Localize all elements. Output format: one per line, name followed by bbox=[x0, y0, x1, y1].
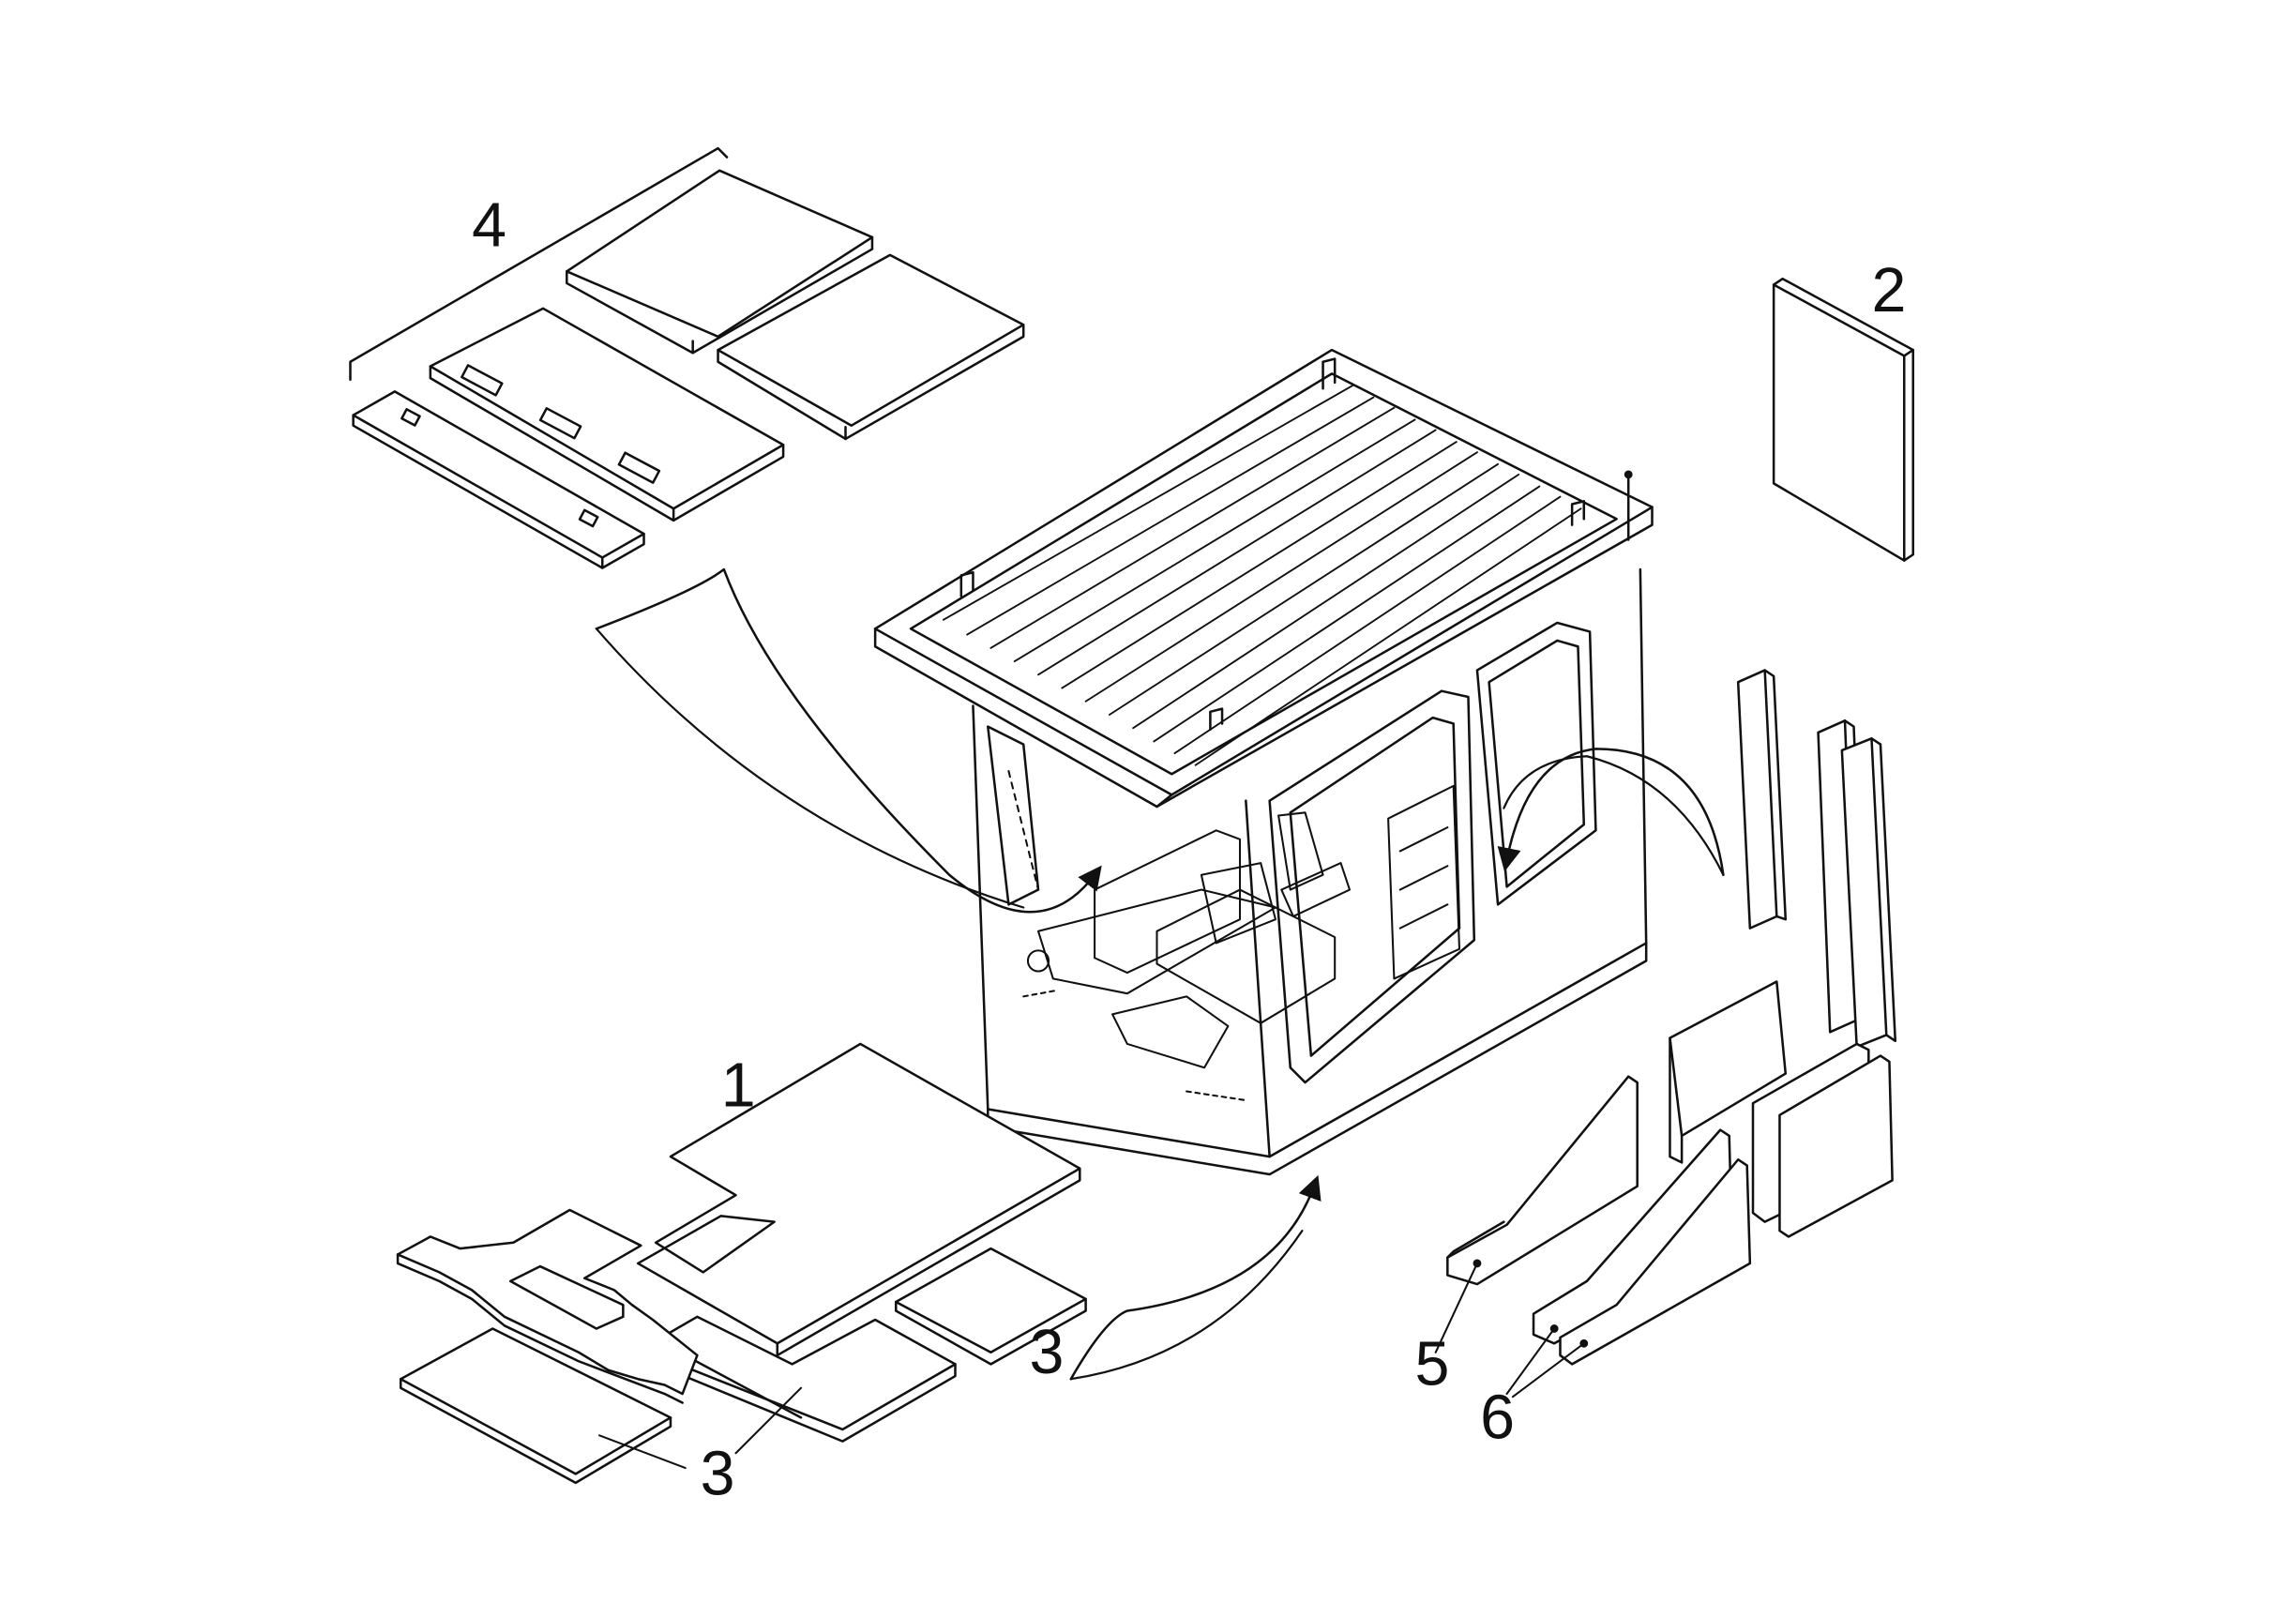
roof-panels-group bbox=[349, 146, 1025, 569]
roof-panel-d bbox=[352, 390, 645, 569]
cab-interior bbox=[1007, 770, 1461, 1102]
callout-4: 4 bbox=[472, 190, 506, 260]
leader-lines bbox=[598, 1262, 1585, 1470]
arrow-floor-to-cab bbox=[1069, 1174, 1322, 1381]
callout-6: 6 bbox=[1480, 1383, 1515, 1452]
roof-panel-a bbox=[566, 169, 874, 355]
callout-3-right: 3 bbox=[1030, 1318, 1065, 1387]
pillar-1 bbox=[1736, 669, 1778, 930]
gusset-5 bbox=[1446, 1075, 1639, 1286]
gusset-6b bbox=[1559, 1157, 1752, 1366]
callout-1: 1 bbox=[721, 1051, 756, 1120]
roof-panel-b bbox=[717, 253, 1025, 441]
lower-right-panels bbox=[1669, 980, 1894, 1238]
floor-plate-1 bbox=[636, 1042, 1081, 1357]
callout-labels: 1 2 3 3 4 5 6 bbox=[472, 190, 1906, 1508]
callout-5: 5 bbox=[1415, 1330, 1450, 1399]
side-panel-2 bbox=[1772, 277, 1914, 562]
pillar-panels bbox=[1736, 669, 1897, 1049]
operator-cab bbox=[873, 348, 1654, 1176]
floor-stepped-plate bbox=[396, 1208, 699, 1404]
callout-2: 2 bbox=[1871, 256, 1906, 325]
callout-3-bottom: 3 bbox=[701, 1440, 735, 1509]
slot-3 bbox=[617, 451, 661, 484]
roof-panel-c bbox=[429, 307, 785, 522]
arrow-side-to-cab bbox=[1497, 748, 1725, 876]
floor-panel-3-right bbox=[894, 1247, 1087, 1366]
slot-2 bbox=[538, 407, 582, 440]
roof-slats bbox=[942, 385, 1582, 766]
arrow-roof-to-cab bbox=[595, 567, 1102, 914]
slot-1 bbox=[461, 364, 504, 397]
flow-arrows bbox=[595, 567, 1725, 1381]
roof-panels-bracket bbox=[349, 146, 729, 381]
